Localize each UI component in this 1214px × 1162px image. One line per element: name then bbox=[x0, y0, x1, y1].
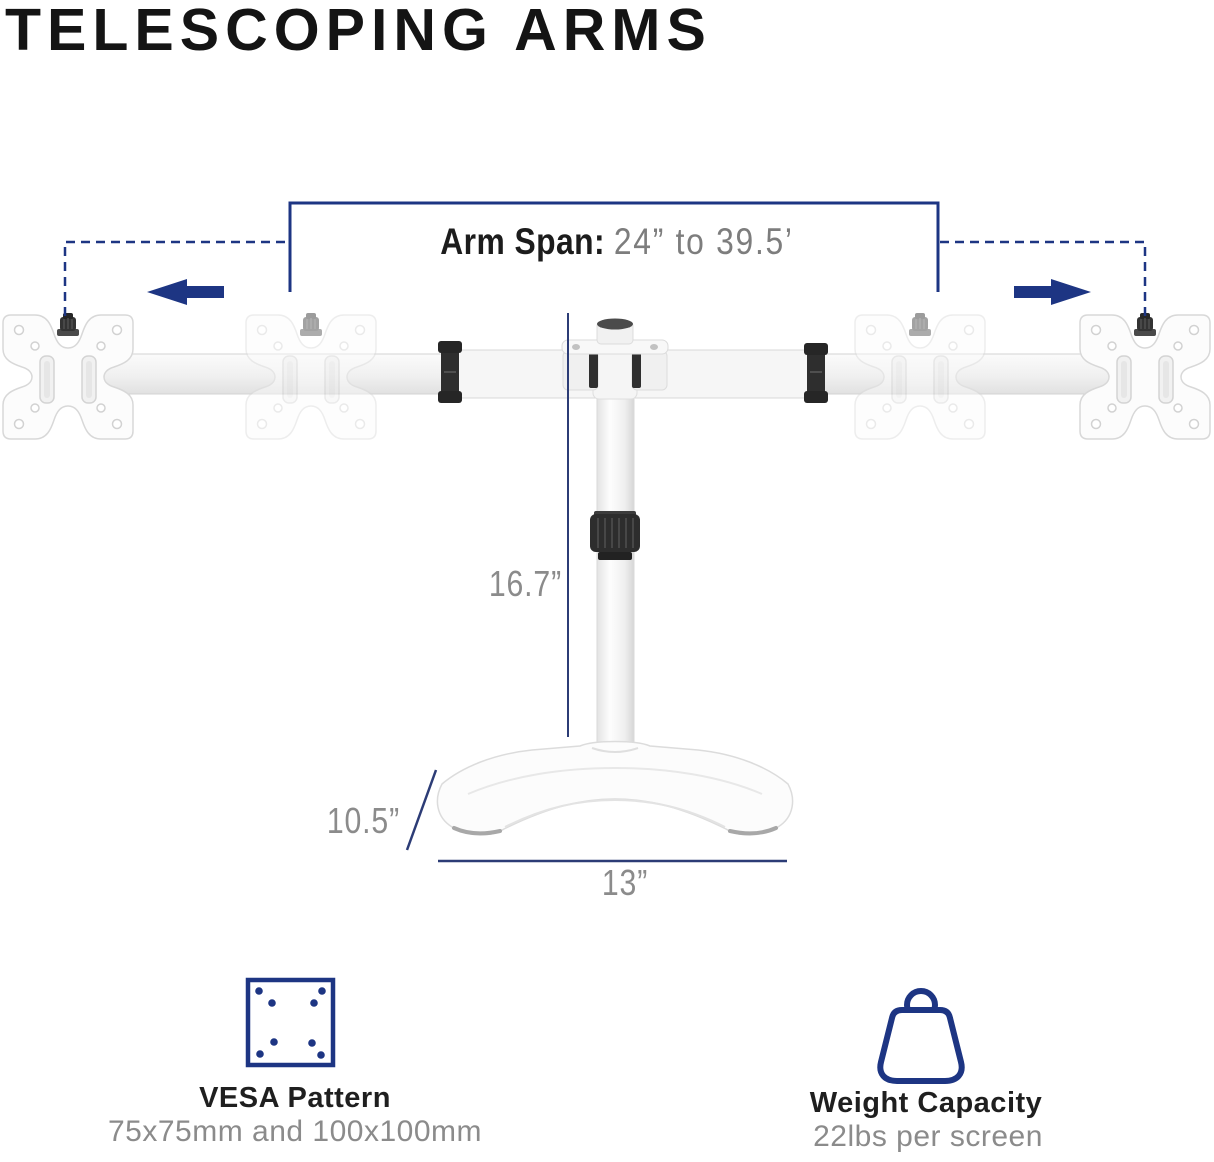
base-width-measurement-label: 13” bbox=[601, 862, 649, 903]
arm-span-bracket bbox=[288, 201, 940, 292]
base bbox=[436, 740, 794, 836]
weight-capacity-title: Weight Capacity bbox=[809, 1087, 1043, 1119]
arm-clamp-right bbox=[804, 343, 828, 403]
arm-span-value: 24” to 39.5’ bbox=[613, 221, 794, 262]
arm-span-title: Arm Span: bbox=[440, 221, 606, 262]
height-measurement-label: 16.7” bbox=[488, 563, 562, 604]
arm-clamp-left bbox=[438, 341, 462, 403]
height-adjustment-collar bbox=[590, 511, 640, 560]
arrow-right-icon bbox=[1014, 279, 1091, 305]
pole bbox=[596, 394, 635, 761]
weight-capacity-icon bbox=[877, 988, 965, 1084]
arm-span-label: Arm Span: 24” to 39.5’ bbox=[350, 221, 883, 263]
arrow-left-icon bbox=[147, 279, 224, 305]
base-depth-measurement-label: 10.5” bbox=[326, 800, 400, 841]
vesa-pattern-icon bbox=[245, 977, 336, 1068]
center-joint bbox=[561, 318, 669, 400]
page-title: TELESCOPING ARMS bbox=[5, 0, 712, 63]
vesa-pattern-title: VESA Pattern bbox=[199, 1082, 391, 1114]
extension-dashed-line-left bbox=[63, 240, 288, 316]
extension-dashed-line-right bbox=[940, 240, 1147, 316]
weight-capacity-subtitle: 22lbs per screen bbox=[813, 1120, 1043, 1153]
depth-measure-line bbox=[405, 769, 438, 851]
vesa-pattern-subtitle: 75x75mm and 100x100mm bbox=[107, 1115, 483, 1148]
